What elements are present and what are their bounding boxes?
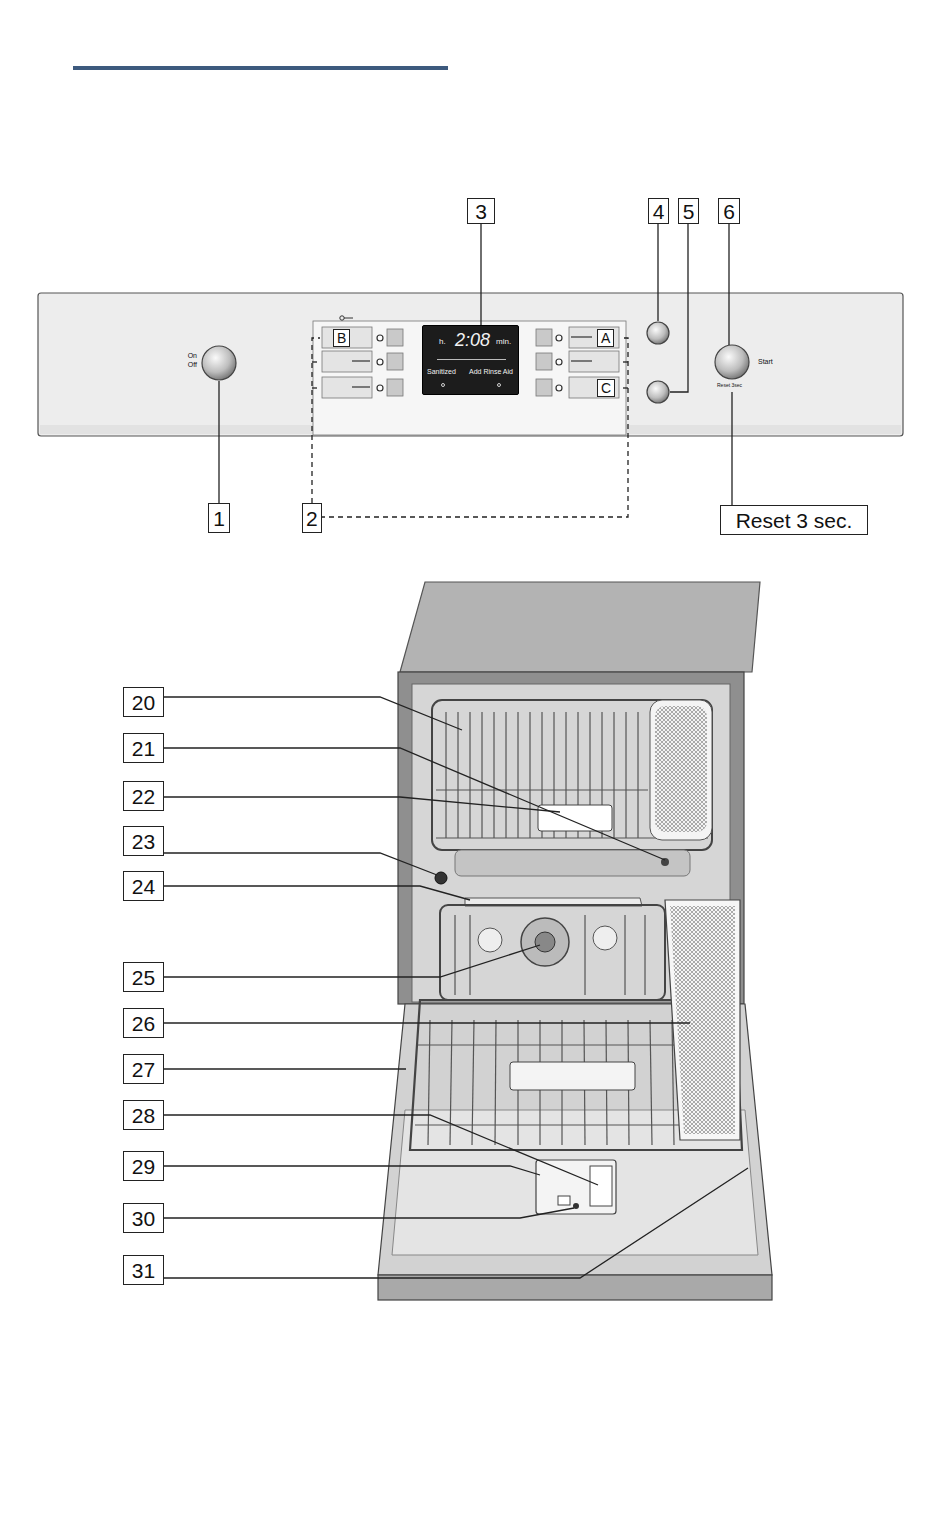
callout-number: 25 <box>123 962 164 992</box>
option-button <box>647 322 669 344</box>
callout-number: 29 <box>123 1151 164 1181</box>
panel-label: Start <box>758 358 773 365</box>
callout-number: 3 <box>467 198 495 224</box>
display-text: min. <box>496 338 511 346</box>
option-button <box>647 381 669 403</box>
callout-number: 23 <box>123 826 164 856</box>
panel-label: On <box>188 352 197 359</box>
heading-rule <box>73 66 448 70</box>
callout-number: C <box>597 379 615 397</box>
panel-label: Off <box>188 361 197 368</box>
callout-number: B <box>333 329 350 347</box>
callout-number: 6 <box>718 198 740 224</box>
callout-number: A <box>597 329 614 347</box>
callout-number: 31 <box>123 1255 164 1285</box>
display-text: 2:08 <box>455 331 490 349</box>
panel-label: Reset 3sec <box>717 383 742 388</box>
lock-icon <box>340 316 353 320</box>
leader-lines <box>219 224 732 505</box>
display-text: Sanitized <box>427 368 456 375</box>
callout-number: 1 <box>208 503 230 533</box>
callout-number: 20 <box>123 687 164 717</box>
callout-number: 24 <box>123 871 164 901</box>
indicator-dot <box>497 383 501 387</box>
dishwasher-illustration <box>378 582 772 1300</box>
callout-number: 5 <box>678 198 699 224</box>
callout-number: 27 <box>123 1054 164 1084</box>
callout-number: 4 <box>648 198 669 224</box>
display-separator <box>437 359 506 360</box>
callout-number: 2 <box>302 503 322 533</box>
indicator-dot <box>441 383 445 387</box>
start-button <box>715 345 749 379</box>
control-panel <box>38 293 903 436</box>
callout-number: 22 <box>123 781 164 811</box>
callout-number: 30 <box>123 1203 164 1233</box>
callout-number: 26 <box>123 1008 164 1038</box>
leader-lines <box>164 697 748 1278</box>
display-text: Add Rinse Aid <box>469 368 513 375</box>
display-text: h. <box>439 338 446 346</box>
display-screen: h. 2:08 min. Sanitized Add Rinse Aid <box>422 325 519 395</box>
callout-number: 28 <box>123 1100 164 1130</box>
callout-number: 21 <box>123 733 164 763</box>
power-knob <box>202 346 236 380</box>
callout-number: Reset 3 sec. <box>720 505 868 535</box>
